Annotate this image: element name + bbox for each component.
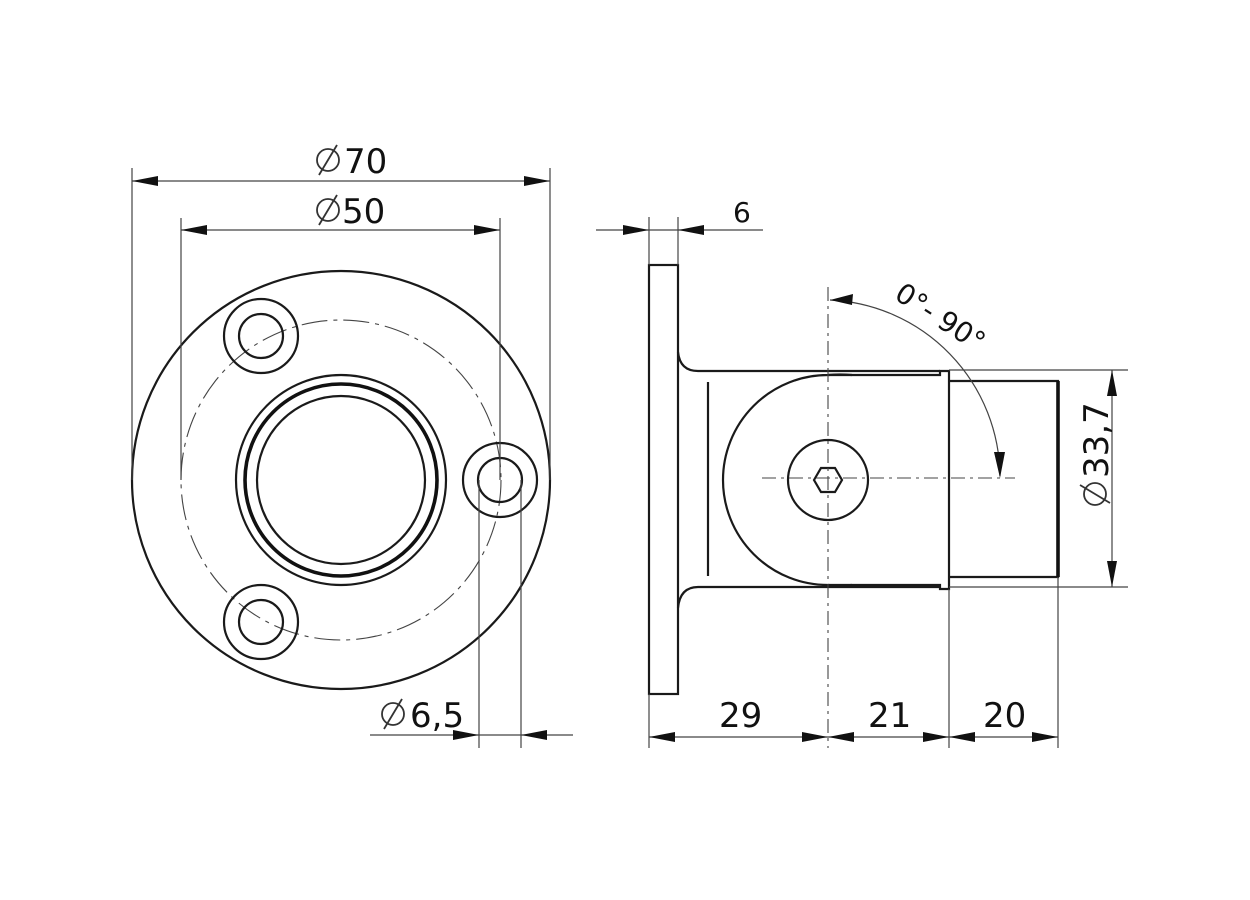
dimension-hole-diameter: 6,5 bbox=[370, 480, 573, 748]
bolt-hole-bottom-left bbox=[222, 583, 300, 661]
label-tube-diameter: 33,7 bbox=[1077, 402, 1117, 478]
bolt-circle-centerline bbox=[180, 319, 502, 641]
hex-socket-icon bbox=[812, 466, 844, 494]
flange-outer-circle bbox=[130, 269, 552, 691]
dimension-swivel-angle: 0°- 90° bbox=[829, 276, 1005, 478]
front-view: 70 50 6,5 bbox=[130, 142, 573, 748]
label-tube-length: 20 bbox=[983, 696, 1026, 736]
bolt-hole-top-left bbox=[222, 297, 300, 375]
dimension-bolt-circle: 50 bbox=[180, 192, 501, 480]
dimension-plate-thickness: 6 bbox=[596, 196, 763, 265]
dimension-chain-bottom: 29 21 20 bbox=[648, 577, 1059, 748]
body-outline-top bbox=[676, 351, 940, 373]
label-pivot-to-step: 21 bbox=[868, 696, 911, 736]
boss-inner-ring bbox=[255, 394, 427, 566]
boss-mid-ring bbox=[243, 382, 439, 578]
label-plate-to-pivot: 29 bbox=[719, 696, 762, 736]
boss-outer-ring bbox=[234, 373, 448, 587]
tube-collar bbox=[828, 369, 951, 591]
dimension-outer-diameter: 70 bbox=[131, 142, 551, 480]
label-hole-diameter: 6,5 bbox=[410, 696, 464, 736]
tube bbox=[949, 379, 1060, 579]
side-view: 0°- 90° 6 33,7 bbox=[596, 196, 1128, 748]
hex-socket-screw bbox=[786, 438, 870, 522]
label-swivel-angle: 0°- 90° bbox=[889, 276, 991, 358]
dimension-tube-diameter: 33,7 bbox=[949, 369, 1128, 588]
label-plate-thickness: 6 bbox=[733, 196, 751, 229]
base-plate bbox=[647, 263, 680, 696]
label-outer-diameter: 70 bbox=[344, 142, 387, 182]
body-outline-bottom bbox=[676, 585, 940, 609]
label-bolt-circle: 50 bbox=[342, 192, 385, 232]
